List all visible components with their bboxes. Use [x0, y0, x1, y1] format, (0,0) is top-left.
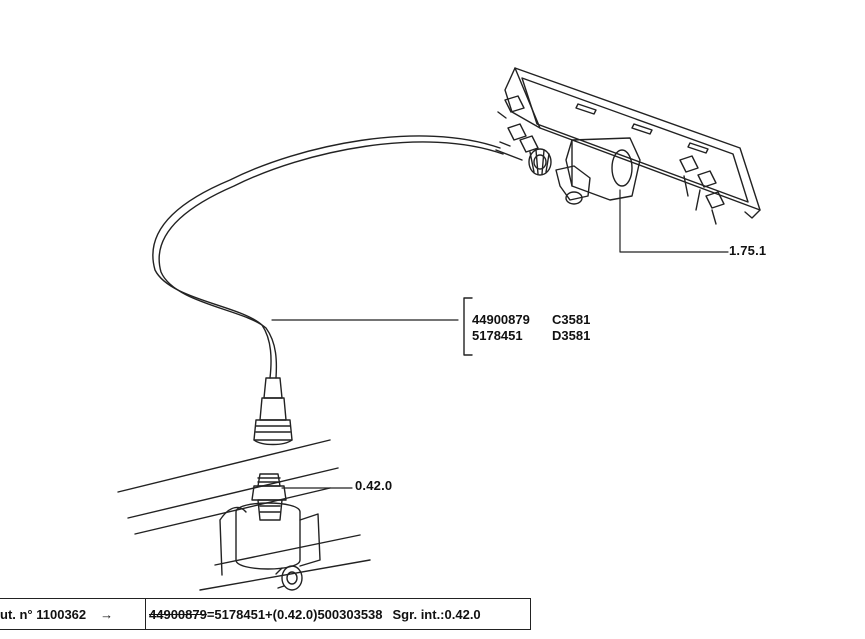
footer-serial-cell: ut. n° 1100362 → — [0, 599, 146, 629]
superseded-part-number: 44900879 — [149, 606, 207, 622]
footer-table: ut. n° 1100362 → 44900879 =5178451+(0.42… — [0, 598, 531, 630]
reference-label-mid: 0.42.0 — [355, 478, 393, 493]
transmission-housing — [117, 439, 371, 591]
part-row: 5178451 D3581 — [472, 328, 590, 344]
parts-diagram — [117, 67, 761, 591]
reference-label-top: 1.75.1 — [729, 243, 767, 258]
instrument-panel — [495, 67, 761, 225]
part-number: 44900879 — [472, 312, 530, 327]
part-row: 44900879 C3581 — [472, 312, 590, 328]
part-number: 5178451 — [472, 328, 523, 343]
cable-end-fitting — [253, 377, 293, 446]
part-code: C3581 — [552, 312, 591, 327]
serial-number: ut. n° 1100362 — [0, 606, 87, 622]
replacement-equation: =5178451+(0.42.0)500303538 — [206, 606, 383, 622]
speedometer-cable — [152, 135, 504, 379]
footer-equation-cell: 44900879 =5178451+(0.42.0)500303538 Sgr.… — [146, 599, 481, 629]
arrow-icon: → — [100, 606, 114, 622]
sgr-int-value: Sgr. int.:0.42.0 — [392, 606, 481, 622]
part-number-list: 44900879 C3581 5178451 D3581 — [472, 312, 590, 344]
part-code: D3581 — [552, 328, 591, 343]
